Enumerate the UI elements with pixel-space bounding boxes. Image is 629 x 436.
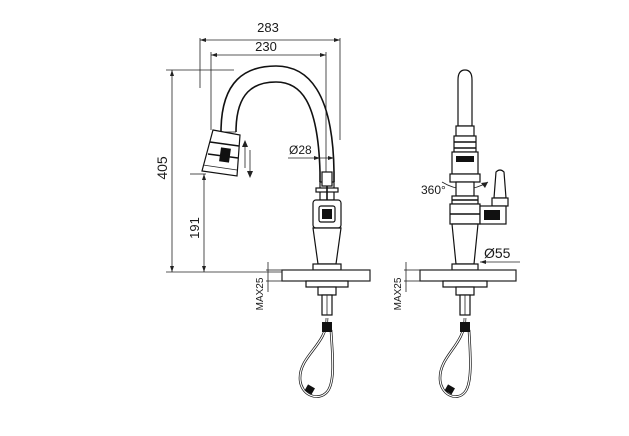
deck-thickness-right: MAX25 [393, 262, 420, 310]
dimension-spout-height: 191 [187, 173, 206, 272]
dimension-reach: 230 [210, 39, 327, 176]
max-deck-right-label: MAX25 [393, 277, 404, 310]
spout-height-label: 191 [187, 217, 202, 239]
mounting-hardware-left [305, 280, 349, 316]
total-height-label: 405 [154, 156, 170, 180]
front-view: 360° Ø55 [393, 69, 520, 398]
overall-width-label: 283 [257, 20, 279, 35]
hose-right [438, 317, 472, 398]
rotation-label: 360° [421, 183, 446, 197]
mounting-hardware-right [442, 280, 488, 316]
front-spout-tube [449, 69, 481, 183]
handle-lever [321, 171, 333, 200]
hose-left [298, 317, 335, 398]
tube-diameter-label: Ø28 [289, 143, 312, 157]
deck-thickness-left: MAX25 [255, 262, 282, 310]
rotation-callout: 360° [421, 181, 489, 197]
base-diameter-label: Ø55 [484, 245, 511, 261]
max-deck-left-label: MAX25 [255, 277, 266, 310]
countertop-right [419, 269, 517, 282]
base-diameter-callout: Ø55 [480, 245, 520, 264]
pull-out-arrow-icon [242, 140, 253, 178]
front-handle [479, 169, 509, 225]
dimension-overall-width: 283 [199, 20, 341, 140]
front-faucet-body [449, 181, 481, 271]
side-view: 283 230 405 191 [154, 20, 371, 398]
reach-label: 230 [255, 39, 277, 54]
countertop-left [281, 269, 371, 282]
dimension-total-height: 405 [154, 69, 290, 273]
tube-diameter-callout: Ø28 [288, 143, 334, 160]
spray-head [201, 129, 241, 177]
